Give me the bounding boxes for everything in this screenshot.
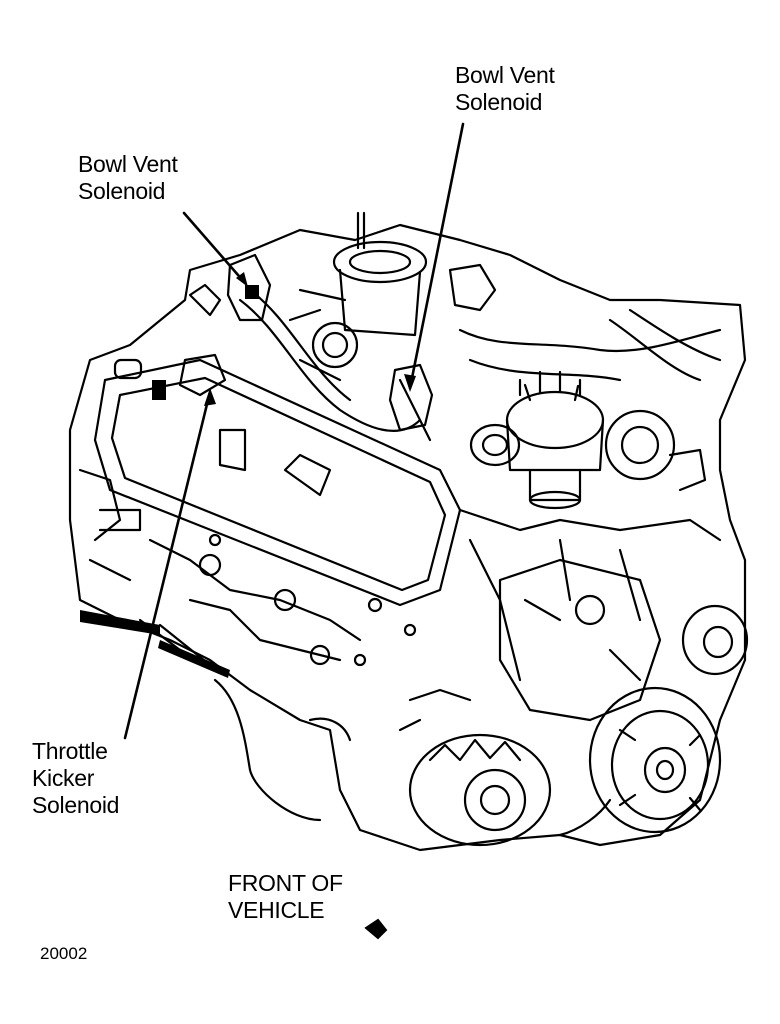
figure-number: 20002 bbox=[40, 944, 88, 963]
engine-outline bbox=[68, 223, 747, 852]
alternator bbox=[408, 733, 552, 847]
callout-bowl-vent-solenoid-left: Bowl Vent Solenoid bbox=[78, 151, 178, 204]
crankshaft-pulley bbox=[588, 686, 722, 834]
callout-bowl-vent-solenoid-right: Bowl Vent Solenoid bbox=[455, 62, 555, 115]
distributor bbox=[505, 390, 605, 450]
carburetor bbox=[332, 240, 428, 284]
front-of-vehicle-label: FRONT OF VEHICLE bbox=[228, 870, 343, 923]
callout-throttle-kicker-solenoid: Throttle Kicker Solenoid bbox=[32, 738, 120, 818]
oil-fill-cap bbox=[113, 358, 143, 380]
water-pump bbox=[498, 558, 662, 722]
leader-bowl-vent-left bbox=[182, 211, 247, 285]
leader-bowl-vent-right bbox=[408, 122, 465, 390]
bowl-vent-solenoid-right bbox=[388, 363, 434, 432]
valve-cover bbox=[93, 358, 462, 607]
leader-throttle-kicker bbox=[123, 390, 212, 740]
front-arrow-icon bbox=[364, 918, 388, 940]
bowl-vent-solenoid-left bbox=[226, 253, 272, 322]
